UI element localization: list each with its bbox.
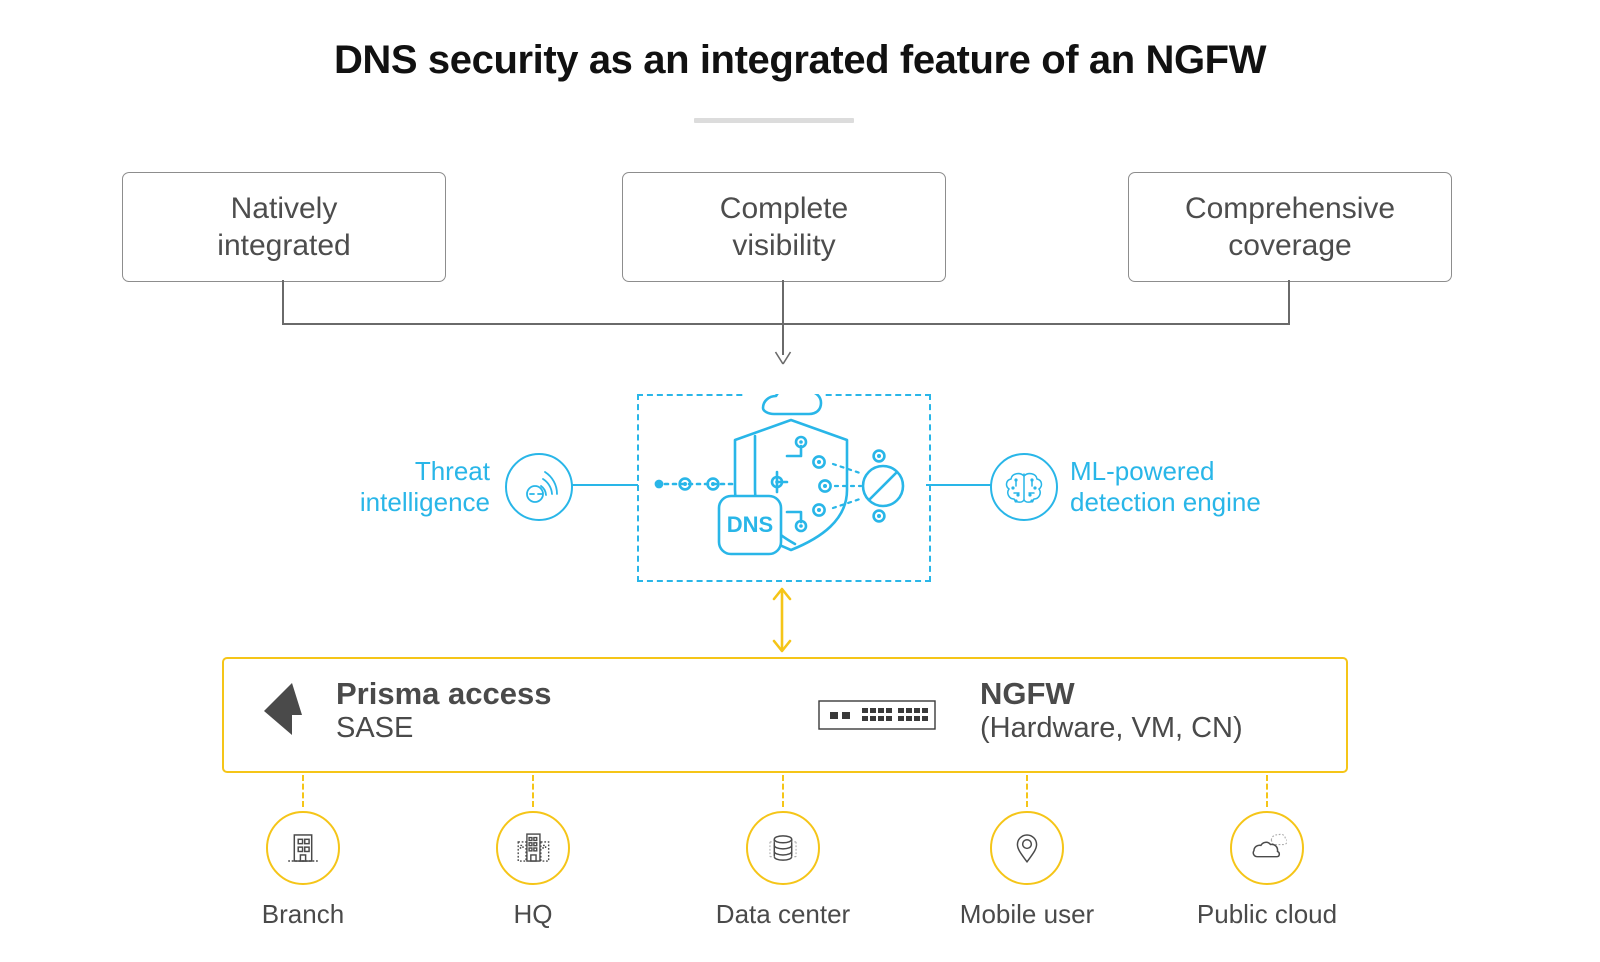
connector-stem-left (282, 280, 284, 324)
threat-intel-icon-circle[interactable] (505, 453, 573, 521)
database-icon (769, 835, 797, 861)
endpoint-stem (302, 775, 304, 807)
endpoint-hq[interactable]: HQ (448, 775, 618, 930)
pillar-label-line1: Natively (230, 191, 338, 225)
location-pin-icon (1016, 834, 1038, 863)
threat-intel-connector (569, 484, 638, 486)
connector-stem-mid (782, 280, 784, 355)
endpoint-icon-circle (990, 811, 1064, 885)
pillar-box-complete-visibility[interactable]: Complete visibility (622, 172, 946, 282)
page-title: DNS security as an integrated feature of… (333, 38, 1267, 82)
ml-engine-icon-circle[interactable] (990, 453, 1058, 521)
endpoint-icon-circle (496, 811, 570, 885)
threat-intel-label-line1: Threat (414, 456, 490, 486)
connector-arrow-down-icon (774, 351, 792, 365)
endpoint-icon-circle (266, 811, 340, 885)
clouds-icon (1252, 833, 1287, 858)
title-divider (694, 118, 854, 123)
pillar-label-line2: coverage (1228, 229, 1352, 262)
prisma-access-group: Prisma access SASE (336, 676, 551, 746)
cloud-icon (761, 394, 823, 416)
threat-intel-label: Threat intelligence (250, 456, 490, 518)
connector-bus (282, 323, 1290, 325)
prisma-access-subtitle: SASE (336, 711, 414, 744)
pillar-label-line1: Complete (719, 191, 849, 225)
endpoint-stem (532, 775, 534, 807)
bidirectional-arrow-icon (772, 587, 792, 653)
ngfw-title: NGFW (980, 676, 1075, 711)
endpoint-icon-circle (746, 811, 820, 885)
blocked-icon (861, 464, 905, 508)
ml-engine-label-line2: detection engine (1070, 487, 1261, 518)
ml-engine-label-line1: ML-powered (1070, 456, 1215, 486)
firewall-appliance-icon (818, 700, 936, 730)
endpoint-label: HQ (513, 899, 553, 929)
pillar-label-line2: visibility (732, 229, 836, 262)
brain-icon (1005, 472, 1043, 503)
pillar-box-comprehensive-coverage[interactable]: Comprehensive coverage (1128, 172, 1452, 282)
ml-engine-label: ML-powered detection engine (1070, 456, 1400, 518)
office-building-icon (288, 834, 318, 862)
prisma-access-title: Prisma access (336, 676, 552, 711)
endpoint-label: Data center (715, 899, 851, 929)
endpoint-data-center[interactable]: Data center (698, 775, 868, 930)
dns-badge-label: DNS (727, 512, 773, 537)
dns-badge (717, 494, 783, 556)
pillar-box-natively-integrated[interactable]: Natively integrated (122, 172, 446, 282)
ngfw-subtitle: (Hardware, VM, CN) (980, 711, 1243, 744)
endpoint-mobile-user[interactable]: Mobile user (942, 775, 1112, 930)
prisma-logo-icon (264, 683, 302, 735)
endpoint-label: Mobile user (959, 899, 1095, 929)
endpoint-label: Branch (261, 899, 345, 929)
ngfw-group: NGFW (Hardware, VM, CN) (980, 676, 1243, 746)
connector-stem-right (1288, 280, 1290, 324)
endpoint-label: Public cloud (1196, 899, 1338, 929)
endpoint-stem (782, 775, 784, 807)
endpoint-stem (1266, 775, 1268, 807)
endpoint-public-cloud[interactable]: Public cloud (1182, 775, 1352, 930)
dns-security-illustration: DNS (654, 394, 905, 556)
platform-bar (222, 657, 1348, 773)
cloud-icon-backdrop (744, 378, 822, 418)
endpoint-icon-circle (1230, 811, 1304, 885)
pillar-label-line1: Comprehensive (1184, 191, 1396, 225)
endpoint-branch[interactable]: Branch (218, 775, 388, 930)
endpoint-stem (1026, 775, 1028, 807)
ml-engine-connector (926, 484, 991, 486)
pillar-label-line2: integrated (217, 229, 351, 262)
hq-building-icon (517, 833, 550, 862)
threat-intel-label-line2: intelligence (359, 487, 490, 518)
threat-radar-icon (526, 471, 558, 503)
